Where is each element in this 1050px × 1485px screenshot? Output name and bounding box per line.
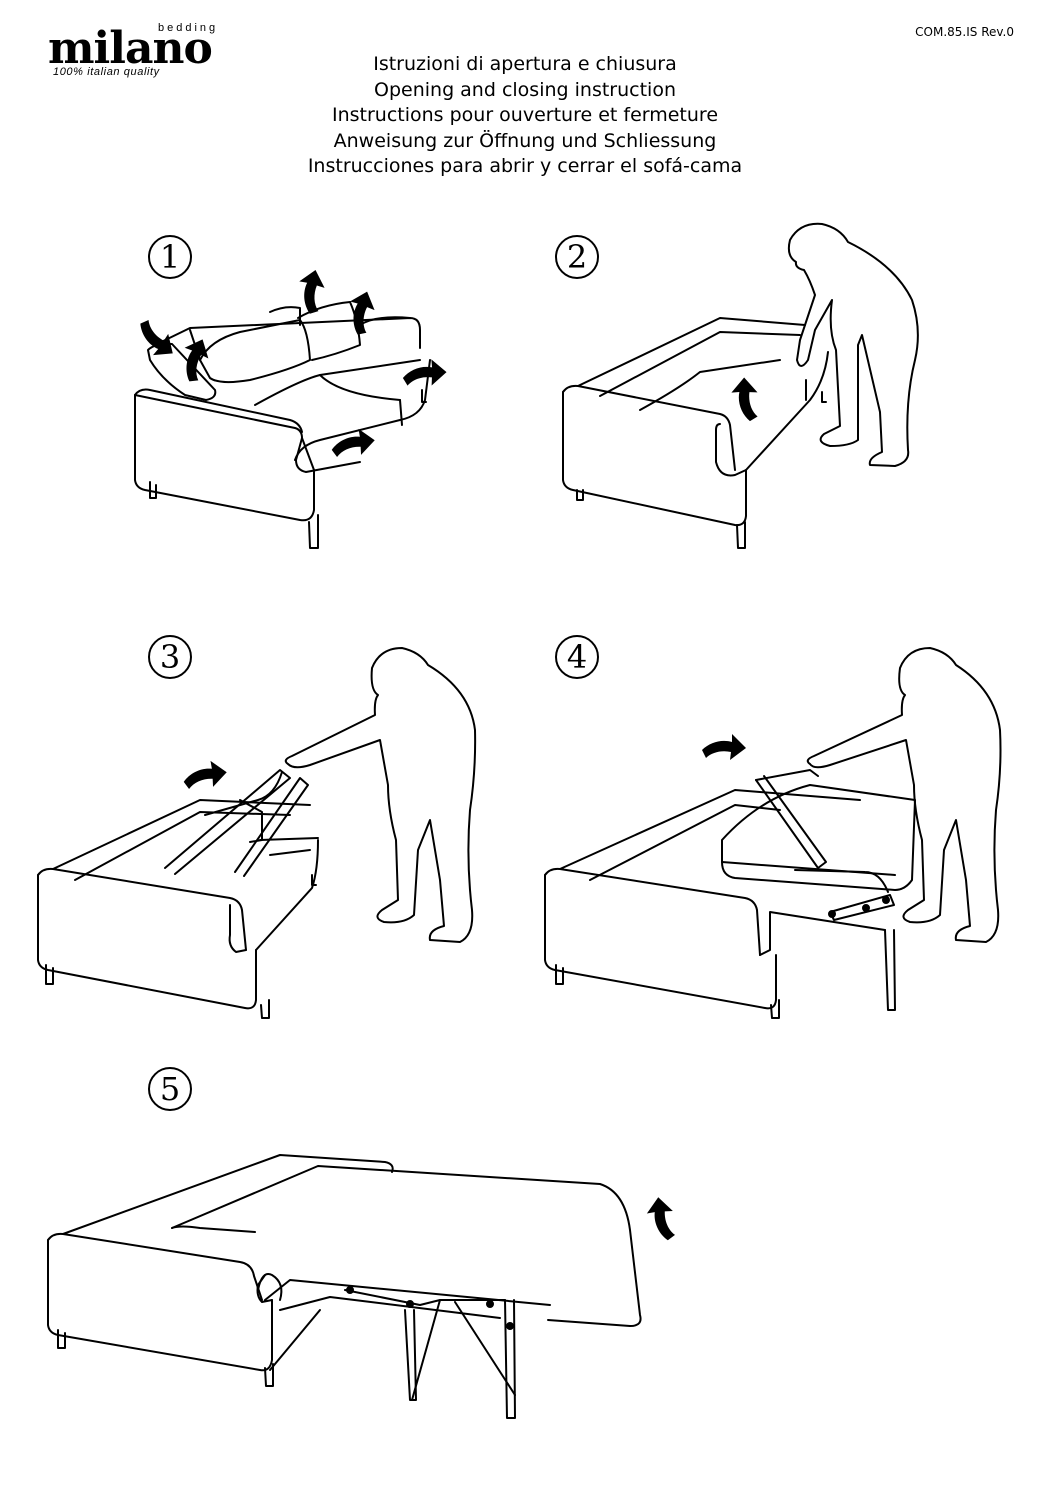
brand-logo: milano bedding 100% italian quality [48,22,215,82]
title-english: Opening and closing instruction [374,78,676,101]
step-4-illustration [544,647,1002,1019]
step-1-number: 1 [148,235,192,279]
step-4-number: 4 [555,635,599,679]
step-2-illustration [562,222,919,549]
title-italian: Istruzioni di apertura e chiusura [373,53,677,75]
title-german: Anweisung zur Öffnung und Schliessung [333,129,717,152]
title-french: Instructions pour ouverture et fermeture [331,104,719,126]
step-5-illustration [47,1154,679,1419]
instruction-titles: Istruzioni di apertura e chiusura Openin… [0,52,1050,180]
step-1-illustration [129,266,449,549]
title-spanish: Instrucciones para abrir y cerrar el sof… [307,155,743,177]
step-3-number: 3 [148,635,192,679]
logo-tagline: 100% italian quality [53,66,160,78]
step-3-illustration [37,647,477,1019]
logo-wordmark: milano [48,23,213,74]
step-5-number: 5 [148,1067,192,1111]
step-2-number: 2 [555,235,599,279]
logo-brand-small: bedding [158,22,219,34]
document-code: COM.85.IS Rev.0 [915,25,1014,39]
